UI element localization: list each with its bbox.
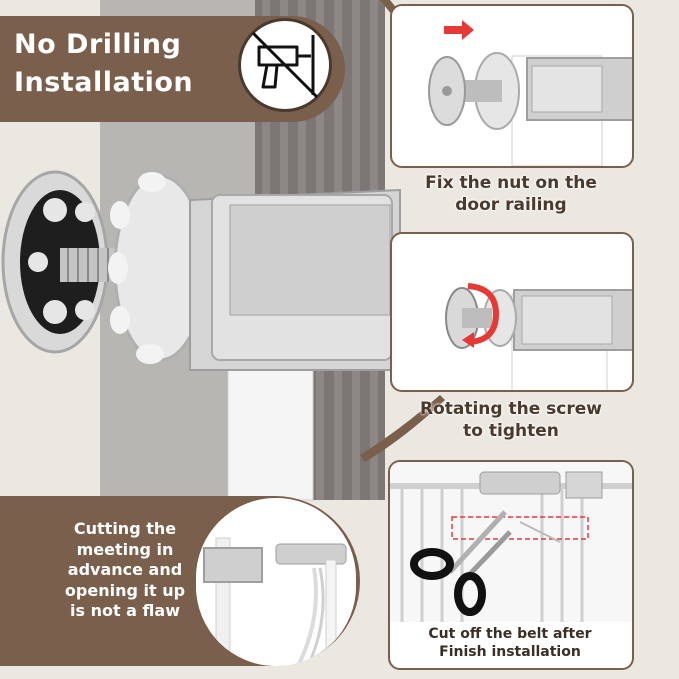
step1-panel [390, 4, 634, 168]
note-line: opening it up [64, 580, 186, 600]
step3-caption-line1: Cut off the belt after [428, 626, 592, 642]
note-detail-image [196, 498, 356, 666]
page-title: No Drilling Installation [14, 26, 234, 102]
step2-caption: Rotating the screw to tighten [392, 398, 630, 442]
step3-caption: Cut off the belt after Finish installati… [395, 625, 625, 661]
gate-post [227, 359, 314, 501]
rotate-arrow-icon [462, 283, 500, 348]
gate-bracket [189, 188, 401, 371]
step2-caption-line1: Rotating the screw [419, 399, 602, 419]
note-line: is not a flaw [70, 601, 180, 620]
step3-caption-line2: Finish installation [439, 644, 581, 660]
title-line2: Installation [14, 67, 194, 98]
step1-caption-line1: Fix the nut on the [425, 173, 597, 193]
step1-caption-line2: door railing [455, 195, 567, 215]
note-line: advance and [67, 560, 183, 579]
note-text: Cutting the meeting in advance and openi… [50, 519, 200, 622]
push-arrow-icon [444, 20, 474, 40]
title-line1: No Drilling [14, 29, 182, 60]
note-line: Cutting the [73, 519, 177, 538]
note-line: meeting in [76, 539, 174, 559]
step3-panel [388, 460, 634, 670]
step2-caption-line2: to tighten [463, 421, 559, 441]
step1-caption: Fix the nut on the door railing [392, 172, 630, 216]
step2-panel [390, 232, 634, 392]
no-drill-badge [238, 18, 332, 112]
no-drill-icon [251, 31, 319, 99]
scissors-icon [410, 510, 512, 616]
